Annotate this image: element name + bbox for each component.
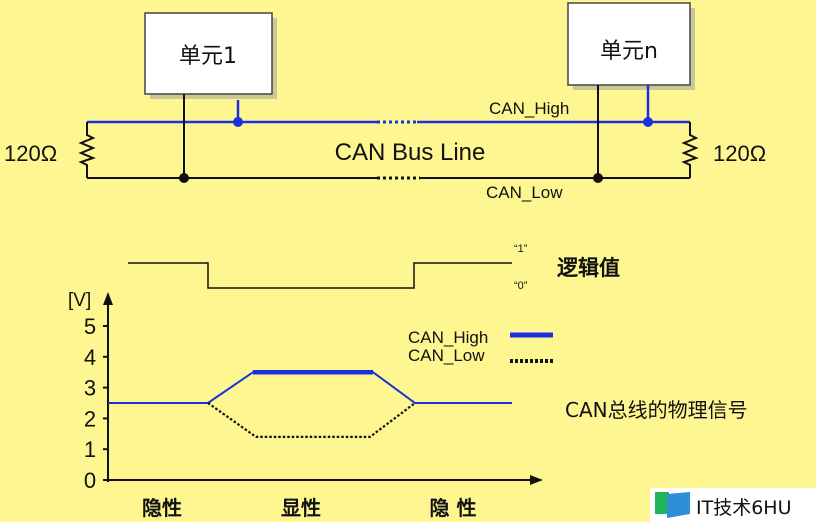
unit-n-box bbox=[567, 2, 691, 86]
y-tick-label: 0 bbox=[84, 468, 96, 493]
can-high-label: CAN_High bbox=[489, 99, 569, 118]
resistor-right-icon bbox=[681, 122, 699, 178]
logic-title: 逻辑值 bbox=[557, 256, 620, 280]
legend-low-label: CAN_Low bbox=[408, 346, 485, 365]
x-label-recessive-1: 隐性 bbox=[142, 496, 182, 520]
y-tick-label: 3 bbox=[84, 376, 96, 401]
legend-high-label: CAN_High bbox=[408, 328, 488, 347]
can-high-signal bbox=[108, 371, 512, 404]
unit-1-label: 单元1 bbox=[179, 44, 237, 69]
watermark-text: IT技术6HU bbox=[696, 497, 792, 519]
resistor-left-label: 120Ω bbox=[4, 141, 57, 166]
y-tick-label: 5 bbox=[84, 314, 96, 339]
can-high-line bbox=[87, 85, 690, 127]
can-low-signal bbox=[207, 402, 416, 438]
bus-label: CAN Bus Line bbox=[335, 139, 486, 166]
y-tick-label: 2 bbox=[84, 406, 96, 431]
resistor-right-label: 120Ω bbox=[713, 141, 766, 166]
signal-title: CAN总线的物理信号 bbox=[565, 398, 748, 422]
logic-one-label: “1” bbox=[514, 243, 528, 255]
can-low-line bbox=[87, 85, 690, 183]
voltage-axes bbox=[103, 292, 543, 485]
unit-n-label: 单元n bbox=[600, 39, 658, 64]
y-tick-label: 4 bbox=[84, 345, 96, 370]
logic-zero-label: “0” bbox=[514, 280, 528, 292]
x-label-dominant: 显性 bbox=[281, 496, 321, 520]
watermark: IT技术6HU bbox=[650, 488, 816, 522]
x-label-recessive-2: 隐 性 bbox=[430, 496, 477, 520]
y-unit-label: [V] bbox=[68, 290, 91, 311]
logic-waveform bbox=[128, 262, 512, 289]
resistor-left-icon bbox=[78, 122, 96, 178]
can-low-label: CAN_Low bbox=[486, 183, 563, 202]
logo-icon bbox=[655, 492, 669, 514]
y-tick-label: 1 bbox=[84, 437, 96, 462]
unit-1-box bbox=[144, 12, 273, 95]
